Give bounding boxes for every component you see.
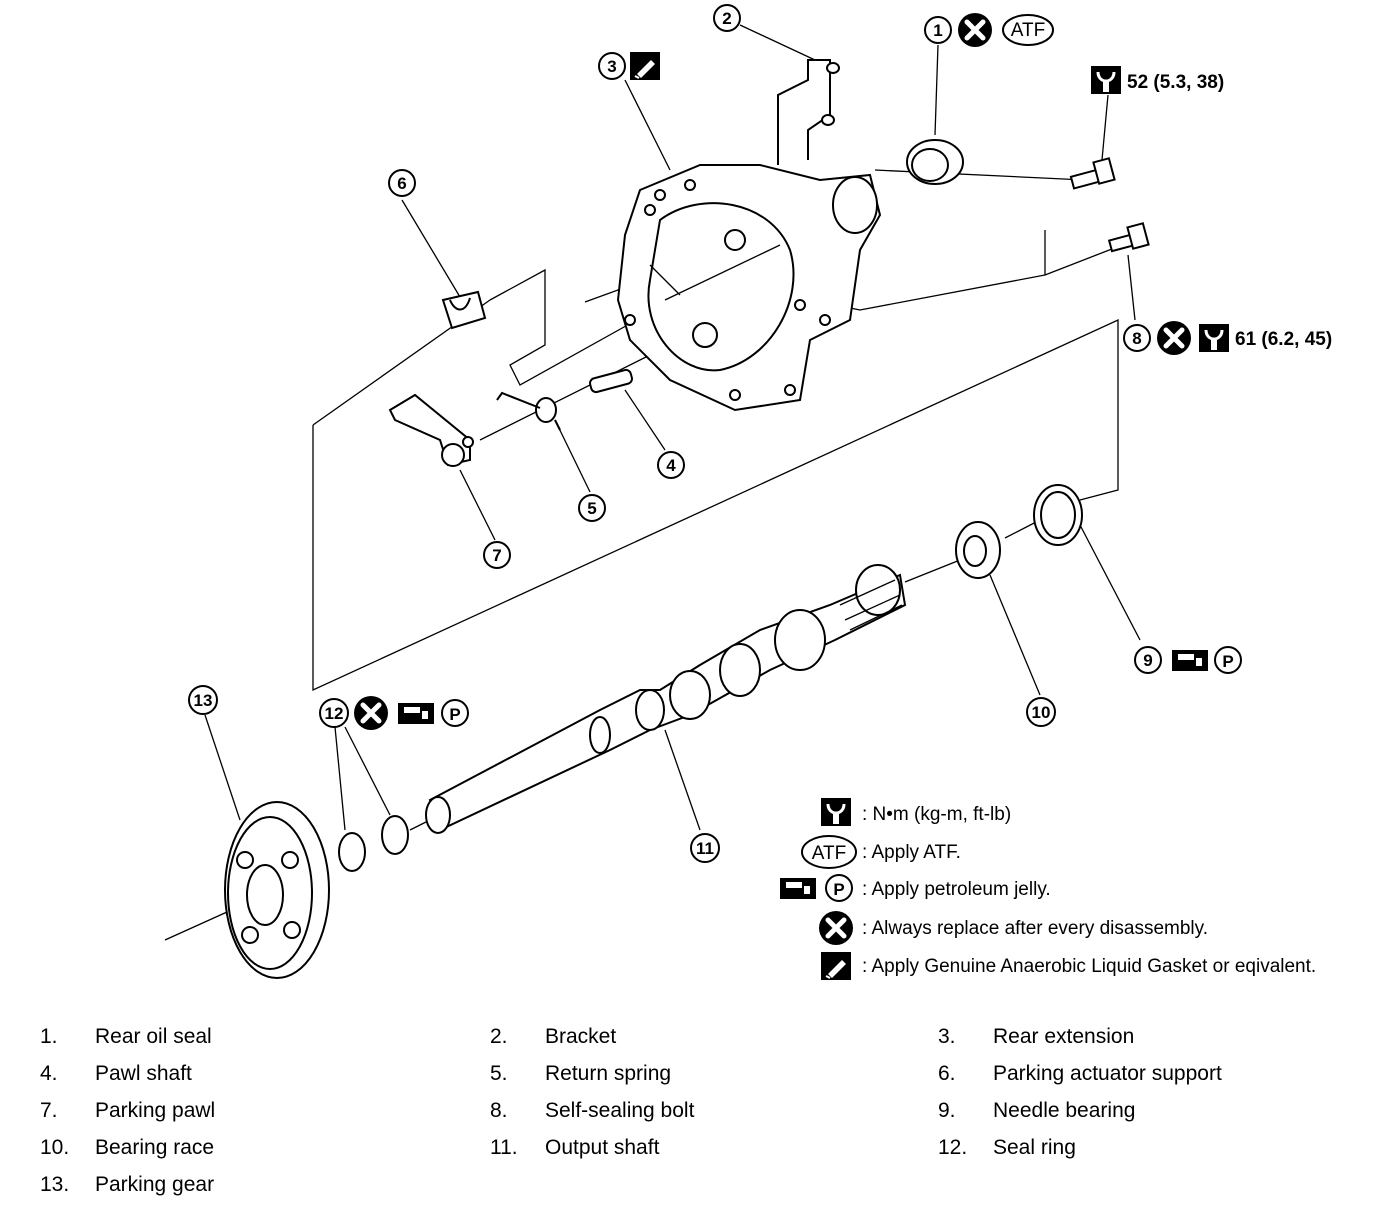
self-sealing-bolt-part: [1107, 222, 1150, 253]
svg-text:10: 10: [1032, 703, 1051, 722]
bearing-race-part: [955, 521, 1001, 579]
parking-actuator-support-part: [441, 290, 487, 330]
svg-text:ATF: ATF: [812, 843, 846, 864]
svg-text:11: 11: [696, 839, 714, 858]
p-badge-callout-12: P: [441, 699, 469, 727]
torque-wrench-icon: [819, 796, 853, 828]
callout-13: 13: [188, 685, 218, 715]
callout-1: 1: [924, 16, 952, 44]
svg-text:2: 2: [722, 9, 731, 28]
svg-text:3: 3: [607, 57, 616, 76]
gasket-icon: [629, 51, 661, 81]
return-spring-part: [496, 391, 561, 431]
parts-list-row: 13. Parking gear: [40, 1173, 215, 1196]
needle-bearing-part: [1033, 484, 1083, 546]
torque-spec-upper-bolt: 52 (5.3, 38): [1127, 72, 1224, 93]
svg-text:7: 7: [492, 546, 501, 565]
petroleum-jelly-icon: [397, 702, 435, 724]
parts-list-row: 7. Parking pawl 8. Self-sealing bolt 9. …: [40, 1099, 1136, 1122]
parts-list-row: 10. Bearing race 11. Output shaft 12. Se…: [40, 1136, 1076, 1159]
petroleum-jelly-icon: [1171, 649, 1209, 671]
torque-wrench-icon: [1197, 322, 1231, 354]
svg-text:5: 5: [587, 499, 596, 518]
legend-p-badge: P: [825, 874, 853, 902]
svg-text:12: 12: [325, 704, 344, 723]
callout-7: 7: [483, 541, 511, 569]
callout-2: 2: [713, 4, 741, 32]
legend-atf-badge: ATF: [801, 835, 857, 869]
replace-icon: [354, 696, 388, 730]
callout-6: 6: [388, 169, 416, 197]
svg-text:P: P: [833, 880, 844, 899]
callout-10: 10: [1026, 697, 1056, 727]
parking-pawl-part: [388, 393, 474, 467]
torque-spec-self-sealing-bolt: 61 (6.2, 45): [1235, 329, 1332, 350]
callout-4: 4: [657, 451, 685, 479]
svg-text:9: 9: [1143, 651, 1152, 670]
atf-badge-callout-1: ATF: [1002, 14, 1054, 46]
svg-text:6: 6: [397, 174, 406, 193]
svg-text:4: 4: [666, 456, 676, 475]
parts-list-row: 4. Pawl shaft 5. Return spring 6. Parkin…: [40, 1062, 1222, 1085]
parking-gear-part: [224, 801, 330, 979]
output-shaft-part: [425, 564, 907, 834]
bracket-part: [777, 59, 840, 165]
symbol-legend: : N•m (kg-m, ft-lb) ATF : Apply ATF. P :…: [779, 796, 1316, 981]
gasket-icon: [820, 951, 852, 981]
bolt-upper-part: [1069, 157, 1116, 190]
callout-5: 5: [578, 494, 606, 522]
legend-apply-gasket: : Apply Genuine Anaerobic Liquid Gasket …: [862, 956, 1316, 977]
callout-11: 11: [690, 833, 720, 863]
svg-text:8: 8: [1132, 329, 1141, 348]
parts-list-row: 1. Rear oil seal 2. Bracket 3. Rear exte…: [40, 1025, 1135, 1048]
p-badge-callout-9: P: [1214, 646, 1242, 674]
leader-lines: [204, 24, 1141, 831]
callout-3: 3: [598, 52, 626, 80]
svg-text:P: P: [449, 705, 460, 724]
rear-oil-seal-part: [906, 139, 964, 185]
replace-icon: [819, 911, 853, 945]
svg-text:13: 13: [194, 691, 213, 710]
exploded-view-diagram: 1 2 3 4 5 6 7 8 9 10 11 12: [164, 4, 1332, 981]
legend-always-replace: : Always replace after every disassembly…: [862, 918, 1208, 939]
pawl-shaft-part: [589, 368, 633, 394]
replace-icon: [958, 13, 992, 47]
callout-9: 9: [1134, 646, 1162, 674]
svg-text:ATF: ATF: [1011, 20, 1045, 41]
replace-icon: [1157, 321, 1191, 355]
legend-apply-atf: : Apply ATF.: [862, 842, 961, 863]
legend-torque-units: : N•m (kg-m, ft-lb): [862, 804, 1011, 825]
svg-text:1: 1: [933, 21, 942, 40]
rear-extension-part: [616, 164, 882, 412]
callout-12: 12: [319, 698, 349, 728]
torque-wrench-icon: [1089, 64, 1123, 96]
callout-8: 8: [1123, 324, 1151, 352]
svg-text:P: P: [1222, 652, 1233, 671]
seal-rings-part: [338, 815, 409, 872]
legend-apply-jelly: : Apply petroleum jelly.: [862, 879, 1051, 900]
petroleum-jelly-icon: [779, 877, 817, 899]
